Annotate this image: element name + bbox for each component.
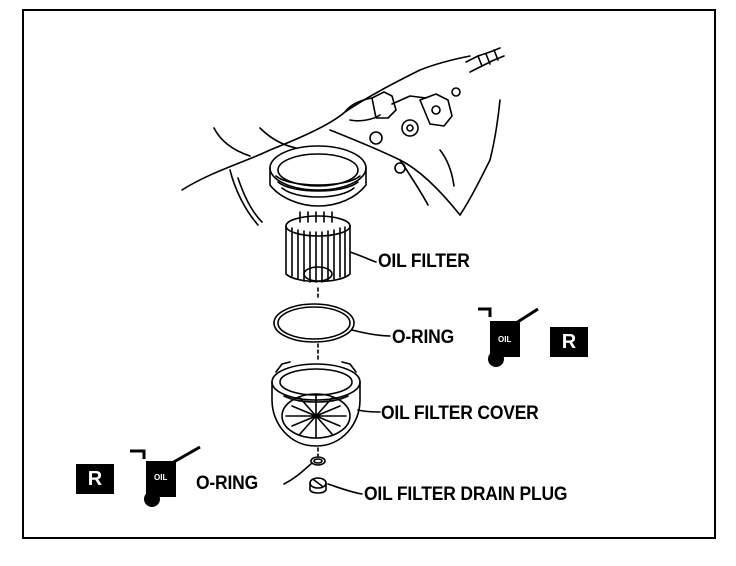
oil-can-text: OIL [498,335,512,344]
label-oil-filter: OIL FILTER [378,251,470,272]
o-ring-upper-shape [273,303,355,343]
oil-can-icon: OIL [128,445,204,507]
drain-plug-shape [309,456,327,494]
replace-badge-upper: R [550,327,588,357]
oil-filter-cover-shape [271,361,361,447]
label-oil-filter-cover: OIL FILTER COVER [381,403,539,424]
label-oil-filter-drain-plug: OIL FILTER DRAIN PLUG [364,484,568,505]
oil-filter-element [285,211,351,283]
label-o-ring-upper: O-RING [392,327,455,348]
filter-housing-thread [269,145,367,207]
oil-can-text: OIL [154,473,168,482]
leader-lines [283,251,391,495]
label-o-ring-lower: O-RING [196,473,259,494]
engine-housing [181,47,505,226]
oil-can-icon: OIL [476,305,542,367]
replace-badge-lower: R [76,464,114,494]
